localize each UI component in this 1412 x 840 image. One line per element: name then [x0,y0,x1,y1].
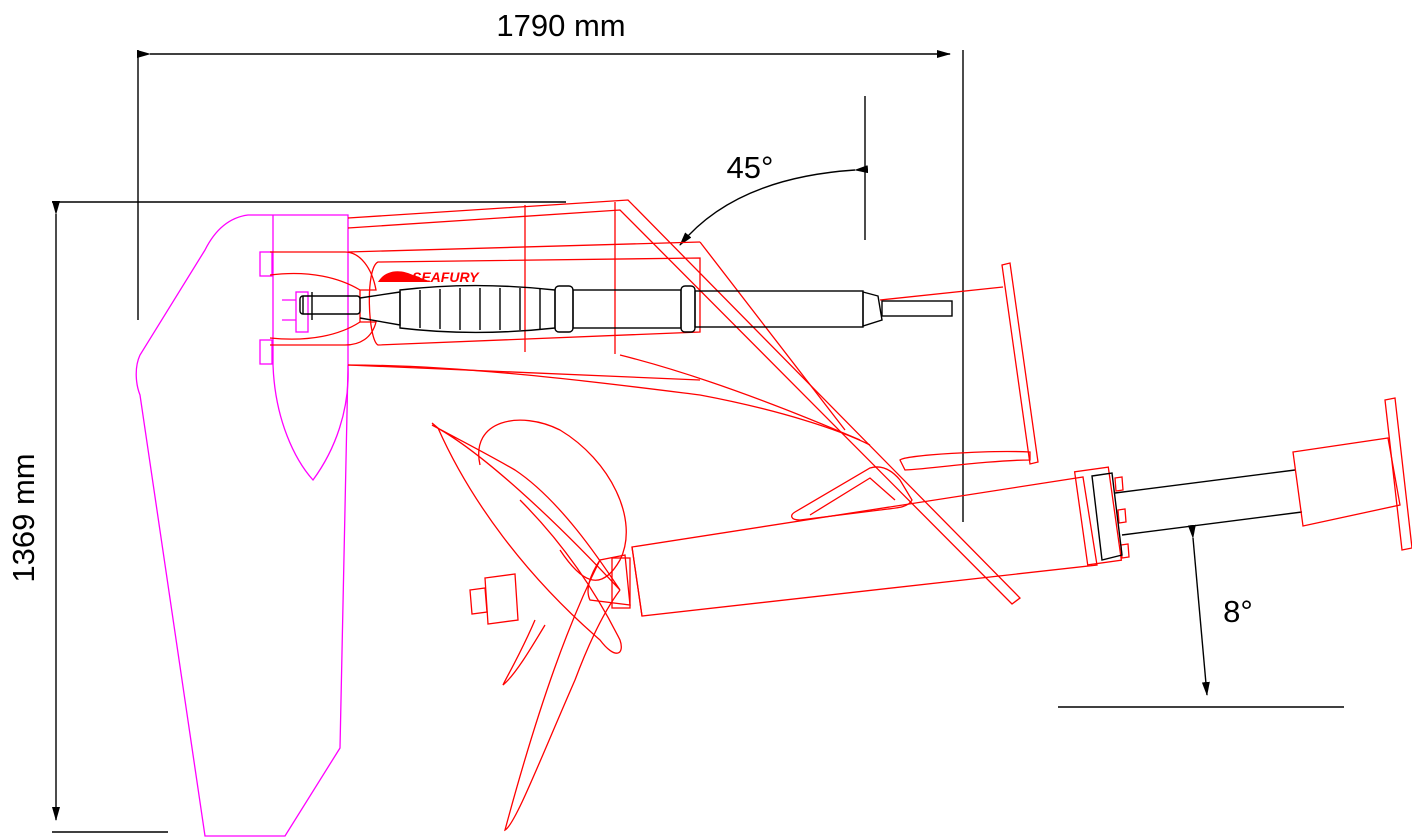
lower-skeg-curve [347,364,871,446]
transom-bracket [269,199,1039,605]
shaft-angle-dimension: 8° [1058,524,1344,708]
rudder-hinge-lower [259,339,273,365]
shaft-flange [1073,466,1123,566]
propeller-shaft [631,397,1412,617]
clevis-fork-inner-top [269,272,361,291]
logo-text: SEAFURY [412,269,480,285]
width-dimension-label: 1790 mm [496,8,625,43]
propeller-nut [484,573,519,625]
tilt-angle-label: 45° [727,150,774,185]
flange-gasket [1091,472,1123,561]
shaft-angle-arrow [1187,524,1210,696]
hydraulic-cylinder [299,284,953,334]
cylinder-rod-eye [299,295,361,315]
bracket-upper-rail [347,241,701,253]
drive-shaft [1114,469,1303,536]
bellows-folds [419,288,541,330]
seafury-logo: SEAFURY [378,269,480,285]
anti-ventilation-fin-inner [809,477,896,516]
cylinder-hose [881,300,953,317]
cylinder-cap [862,291,883,327]
rod-eye-pin [302,292,313,320]
bracket-tail [899,450,1031,471]
propeller-blade-lower-edge [502,619,546,686]
bracket-lower-rail [347,364,701,381]
cylinder-collar-left [554,285,574,333]
cylinder-rod-end [359,291,401,326]
height-dimension: 1369 mm [6,201,566,833]
shaft-coupling [1292,437,1401,527]
propeller-hub [587,554,631,606]
height-dimension-label: 1369 mm [6,453,41,582]
rudder-hinge-upper [259,251,273,277]
tilt-angle-dimension: 45° [679,96,869,246]
logo-swoosh [378,271,432,282]
anti-ventilation-fin [791,466,913,521]
clevis-fork-inner-bottom [269,321,361,340]
rudder-pin [295,291,309,333]
rudder [135,214,349,837]
shaft-tube [631,476,1098,617]
propeller-nut-cap [469,587,488,615]
upper-flange-plate [1001,262,1039,465]
cylinder-collar-right [680,285,696,333]
bracket-top-plate [347,199,1021,605]
cylinder-barrel [572,289,682,329]
propeller-hub-cone [611,557,631,609]
cylinder-bellows [399,284,556,334]
rudder-blade-outline [135,214,349,837]
lower-skeg-inner-curve [619,354,861,441]
shaft-tube-end [631,546,643,617]
tilt-angle-arc [679,165,869,246]
engine-flange [1384,397,1412,551]
propeller [431,419,631,832]
cylinder-body [694,290,864,328]
upper-flange-link [879,286,1004,301]
rudder-lower-fairing [272,364,349,482]
cylinder-recess [368,257,701,346]
propeller-blade-upper [431,422,622,654]
width-dimension: 1790 mm [137,8,964,522]
shaft-angle-label: 8° [1223,594,1253,629]
rudder-pin-detail [282,299,296,321]
bracket-diagonal-brace [699,241,846,431]
propeller-blade-lower [503,559,621,832]
propeller-blade-back [478,419,627,581]
